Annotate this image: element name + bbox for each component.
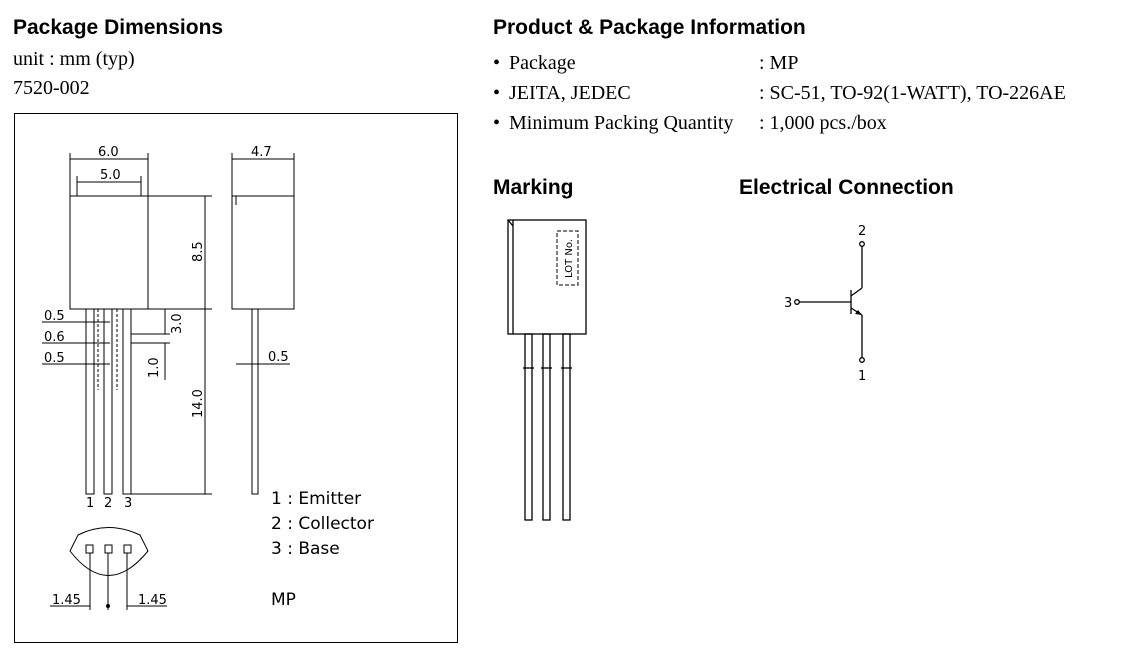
marking-lead-2 bbox=[542, 333, 551, 521]
package-diagram-frame bbox=[14, 113, 458, 643]
dim-lead-length: 14.0 bbox=[191, 389, 206, 418]
pin-name-collector: 2 : Collector bbox=[271, 514, 374, 534]
bottom-view-outline bbox=[69, 527, 149, 576]
side-lead bbox=[251, 308, 259, 495]
pin-name-base: 3 : Base bbox=[271, 539, 340, 559]
dim-thickness: 4.7 bbox=[251, 145, 272, 160]
dim-lead-shoulder: 3.0 bbox=[170, 313, 185, 334]
unit-label: unit : mm (typ) bbox=[13, 48, 135, 70]
dim-width-outer: 6.0 bbox=[98, 145, 119, 160]
info-value: : MP bbox=[759, 52, 799, 74]
front-body-outline bbox=[69, 195, 149, 310]
bullet-icon: • bbox=[493, 82, 501, 104]
info-label: Minimum Packing Quantity bbox=[509, 112, 734, 134]
marking-lead-1 bbox=[524, 333, 533, 521]
side-body-outline bbox=[231, 195, 295, 310]
pin-number-2: 2 bbox=[104, 496, 112, 511]
lead-1 bbox=[85, 308, 95, 495]
electrical-connection-title: Electrical Connection bbox=[739, 176, 954, 199]
info-label: JEITA, JEDEC bbox=[509, 82, 631, 104]
dim-body-height: 8.5 bbox=[191, 241, 206, 262]
marking-drawing: LOT No. bbox=[507, 219, 587, 521]
pin-name-emitter: 1 : Emitter bbox=[271, 489, 361, 509]
bullet-icon: • bbox=[493, 52, 501, 74]
package-code: 7520-002 bbox=[13, 77, 90, 99]
pin-emitter-number: 1 bbox=[858, 369, 866, 384]
info-value: : SC-51, TO-92(1-WATT), TO-226AE bbox=[759, 82, 1066, 104]
dim-lead-width-b: 0.5 bbox=[44, 351, 65, 366]
lot-number-label: LOT No. bbox=[564, 239, 575, 278]
pin-base-number: 3 bbox=[784, 296, 792, 311]
pin-number-3: 3 bbox=[124, 496, 132, 511]
dim-lead-thickness: 0.5 bbox=[268, 350, 289, 365]
dim-lead-width-a: 0.5 bbox=[44, 309, 65, 324]
dim-bottom-left: 1.45 bbox=[52, 593, 81, 608]
dim-bottom-right: 1.45 bbox=[138, 593, 167, 608]
marking-lead-3 bbox=[562, 333, 571, 521]
lead-2 bbox=[103, 308, 113, 495]
dim-lead-step: 1.0 bbox=[147, 357, 162, 378]
dim-lead-pitch: 0.6 bbox=[44, 330, 65, 345]
lead-3 bbox=[122, 308, 132, 495]
package-dimensions-title: Package Dimensions bbox=[13, 16, 224, 39]
bullet-icon: • bbox=[493, 112, 501, 134]
info-value: : 1,000 pcs./box bbox=[759, 112, 887, 134]
marking-title: Marking bbox=[493, 176, 574, 199]
pin-number-1: 1 bbox=[86, 496, 94, 511]
product-info-title: Product & Package Information bbox=[493, 16, 806, 39]
info-label: Package bbox=[509, 52, 576, 74]
package-label: MP bbox=[271, 590, 296, 610]
transistor-symbol: 2 3 1 bbox=[784, 224, 866, 384]
dim-width-inner: 5.0 bbox=[100, 168, 121, 183]
pin-collector-number: 2 bbox=[858, 224, 866, 239]
